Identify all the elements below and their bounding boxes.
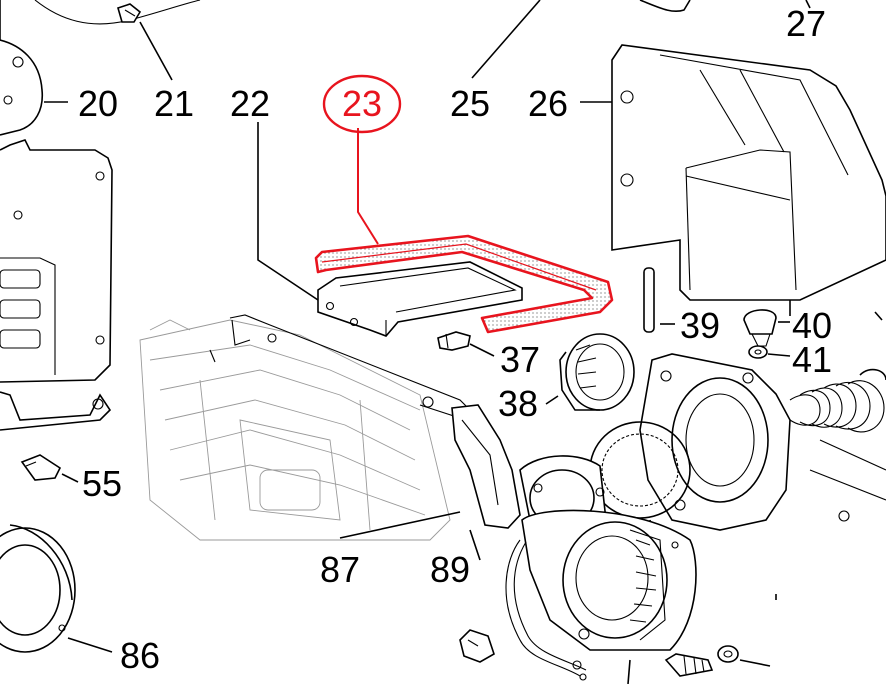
label-87: 87 xyxy=(320,549,360,590)
cable-clip xyxy=(459,629,495,663)
highlight-circle-23 xyxy=(322,74,402,134)
label-26: 26 xyxy=(528,83,568,124)
label-27: 27 xyxy=(786,3,826,44)
label-40: 40 xyxy=(792,305,832,346)
label-89: 89 xyxy=(430,549,470,590)
knob-40 xyxy=(743,309,790,347)
bearing-38 xyxy=(545,333,635,411)
clamp-ring-assembly xyxy=(505,455,697,681)
screw-55 xyxy=(20,454,79,483)
part-27-fragment xyxy=(639,0,811,13)
label-25: 25 xyxy=(450,83,490,124)
label-86: 86 xyxy=(120,635,160,676)
label-41: 41 xyxy=(792,339,832,380)
cover-26 xyxy=(580,44,886,301)
washer-41 xyxy=(748,345,791,359)
screw-21 xyxy=(117,3,173,81)
leader-23 xyxy=(357,128,379,245)
screw-37 xyxy=(437,331,495,357)
pin-39 xyxy=(643,267,675,333)
plate-22 xyxy=(257,122,523,337)
ring-86 xyxy=(0,524,113,653)
label-20: 20 xyxy=(78,83,118,124)
label-55: 55 xyxy=(82,463,122,504)
bottom-screw-and-washer xyxy=(627,645,771,684)
housing-fragment-top-left xyxy=(0,0,201,136)
bracket-89 xyxy=(451,404,521,561)
label-23: 23 xyxy=(342,83,382,124)
leader-25 xyxy=(471,0,541,79)
label-21: 21 xyxy=(154,83,194,124)
bracket-plate-left xyxy=(0,139,113,431)
casing-87-faint xyxy=(139,314,471,541)
label-39: 39 xyxy=(680,305,720,346)
label-37: 37 xyxy=(500,339,540,380)
label-22: 22 xyxy=(230,83,270,124)
seal-23-highlighted xyxy=(314,74,614,334)
leader-lines xyxy=(775,300,883,600)
label-38: 38 xyxy=(498,383,538,424)
